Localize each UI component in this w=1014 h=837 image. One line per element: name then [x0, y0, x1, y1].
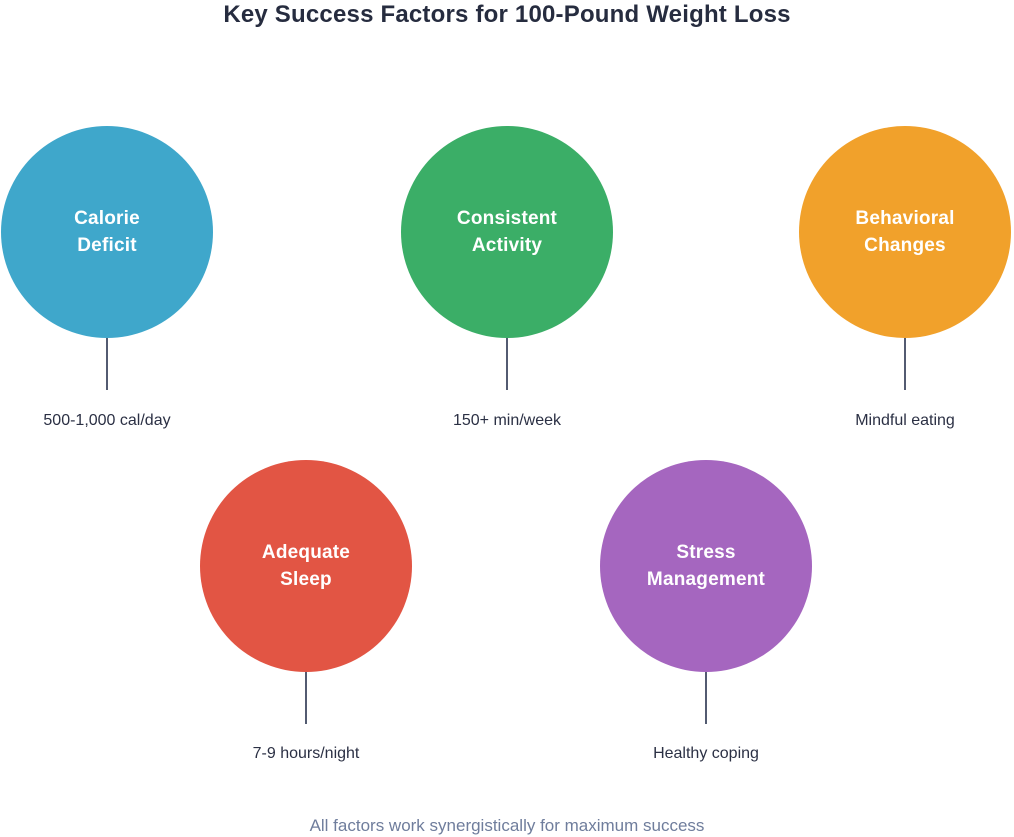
factor-label-line1: Behavioral: [855, 208, 955, 229]
factor-label-line1: Adequate: [261, 542, 351, 563]
factor-detail: 500-1,000 cal/day: [43, 412, 171, 429]
synergy-footer-note: All factors work synergistically for max…: [309, 816, 705, 835]
factor-detail: 150+ min/week: [452, 412, 562, 429]
factor-label-line2: Sleep: [280, 569, 332, 590]
factor-bubble-consistent-activity: Consistent Activity: [401, 126, 613, 338]
factor-detail: 7-9 hours/night: [252, 745, 360, 762]
factor-bubble-adequate-sleep: Adequate Sleep: [200, 460, 412, 672]
factor-label-line2: Activity: [471, 235, 543, 256]
factor-label-line1: Stress: [676, 542, 736, 563]
connector-line: [506, 338, 508, 390]
connector-line: [106, 338, 108, 390]
factor-label-line2: Management: [646, 569, 766, 590]
factor-label-line2: Changes: [864, 235, 946, 256]
diagram-title: Key Success Factors for 100-Pound Weight…: [223, 1, 791, 28]
factor-label-line2: Deficit: [77, 235, 137, 256]
factor-label-line1: Consistent: [456, 208, 558, 229]
connector-line: [705, 672, 707, 724]
factor-bubble-stress-management: Stress Management: [600, 460, 812, 672]
factor-detail: Mindful eating: [855, 412, 955, 429]
factor-detail: Healthy coping: [653, 745, 759, 762]
factor-bubble-calorie-deficit: Calorie Deficit: [1, 126, 213, 338]
factor-bubble-behavioral-changes: Behavioral Changes: [799, 126, 1011, 338]
connector-line: [305, 672, 307, 724]
connector-line: [904, 338, 906, 390]
factor-label-line1: Calorie: [74, 208, 140, 229]
